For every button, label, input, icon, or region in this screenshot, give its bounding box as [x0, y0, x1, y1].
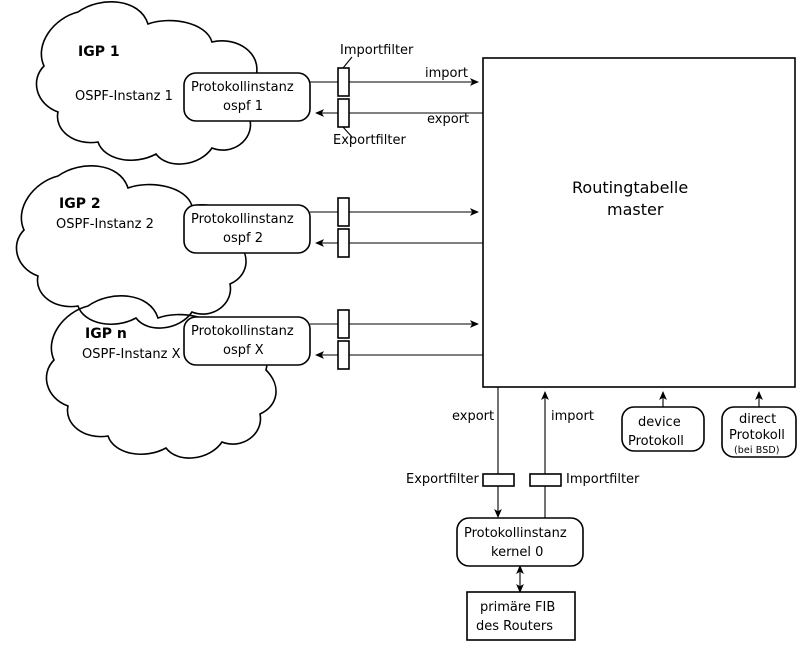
igp-cloud-3-subtitle: OSPF-Instanz X [82, 347, 181, 362]
igp-cloud-1-title: IGP 1 [78, 44, 120, 60]
import-filter-box-1[interactable] [337, 67, 350, 97]
protocol-instance-1-line1: Protokollinstanz [191, 80, 294, 95]
direct-protocol-note: (bei BSD) [734, 445, 780, 456]
protocol-instance-2-line2: ospf 2 [223, 231, 263, 246]
export-filter-box-1[interactable] [337, 98, 350, 128]
import-flow-label-1: import [425, 66, 468, 81]
protocol-instance-1-line2: ospf 1 [223, 99, 263, 114]
export-filter-box-3[interactable] [337, 340, 350, 370]
protocol-instance-2-line1: Protokollinstanz [191, 212, 294, 227]
igp-cloud-1-subtitle: OSPF-Instanz 1 [75, 89, 173, 104]
primary-fib-box[interactable] [466, 591, 576, 641]
fib-line1: primäre FIB [480, 600, 556, 615]
protocol-instance-box-3[interactable] [183, 316, 311, 366]
protocol-instance-box-1[interactable] [183, 72, 311, 122]
export-filter-box-2[interactable] [337, 228, 350, 258]
importfilter-label-top: Importfilter [340, 43, 414, 58]
import-filter-leader-1 [342, 56, 353, 69]
kernel-instance-line2: kernel 0 [491, 545, 544, 560]
direct-protocol-line2: Protokoll [729, 428, 785, 443]
import-filter-box-2[interactable] [337, 197, 350, 227]
master-routing-table-box[interactable] [482, 57, 796, 388]
igp-cloud-2-shape [15, 165, 247, 329]
import-flow-label-kernel: import [551, 409, 594, 424]
protocol-instance-3-line2: ospf X [223, 343, 264, 358]
import-filter-box-kernel[interactable] [529, 473, 562, 487]
export-flow-label-1: export [427, 112, 470, 127]
kernel-instance-line1: Protokollinstanz [464, 526, 567, 541]
igp-cloud-1-shape [35, 1, 267, 165]
device-protocol-line2: Protokoll [628, 434, 684, 449]
igp-cloud-2-subtitle: OSPF-Instanz 2 [56, 217, 154, 232]
importfilter-label-bottom: Importfilter [566, 472, 640, 487]
device-protocol-line1: device [638, 415, 681, 430]
protocol-instance-box-2[interactable] [183, 204, 311, 254]
export-filter-box-kernel[interactable] [482, 473, 515, 487]
fib-line2: des Routers [476, 619, 554, 634]
exportfilter-label-bottom: Exportfilter [406, 472, 479, 487]
master-table-line2: master [607, 200, 664, 219]
export-filter-leader-1 [342, 126, 353, 138]
export-flow-label-kernel: export [452, 409, 495, 424]
direct-protocol-line1: direct [739, 412, 777, 427]
master-table-line1: Routingtabelle [572, 178, 689, 197]
igp-cloud-2-title: IGP 2 [59, 196, 101, 212]
exportfilter-label-top: Exportfilter [333, 133, 406, 148]
protocol-instance-3-line1: Protokollinstanz [191, 324, 294, 339]
import-filter-box-3[interactable] [337, 309, 350, 339]
igp-cloud-3-title: IGP n [85, 326, 127, 342]
